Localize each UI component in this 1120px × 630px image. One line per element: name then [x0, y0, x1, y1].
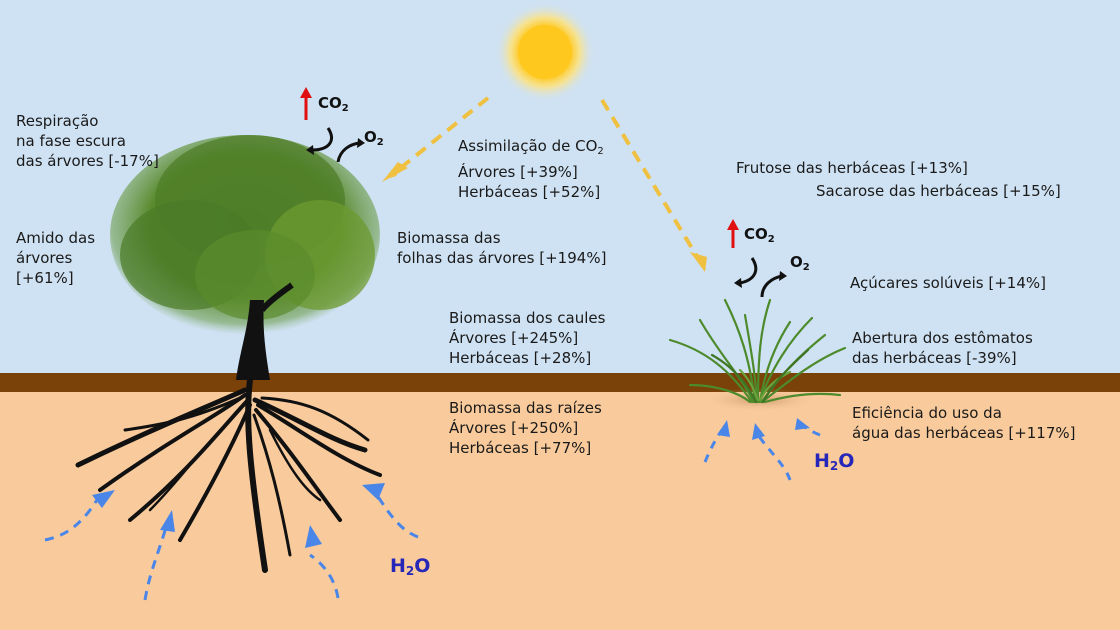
tree-roots-icon — [75, 377, 382, 573]
leaf-biomass-label: Biomassa das folhas das árvores [+194%] — [397, 228, 606, 268]
water-efficiency-line2: água das herbáceas [+117%] — [852, 424, 1076, 442]
grass-gas-exchange-icon — [727, 219, 787, 298]
starch-label: Amido das árvores [+61%] — [16, 228, 95, 288]
tree-trunk-icon — [236, 282, 294, 380]
o2-subscript: 2 — [802, 262, 810, 273]
stem-biomass-title: Biomassa dos caules — [449, 309, 606, 327]
water-uptake-arrows-tree-icon — [44, 491, 419, 601]
co2-text: CO — [318, 94, 342, 112]
co2-assimilation-title-subscript: 2 — [597, 146, 604, 157]
h2o-o-text: O — [414, 555, 431, 577]
water-arrowheads-tree-icon — [92, 483, 385, 548]
respiration-line1: Respiração — [16, 112, 99, 130]
h2o-h-text: H — [814, 450, 830, 472]
tree-h2o-label: H2O — [390, 555, 430, 578]
grass-o2-label: O2 — [790, 253, 810, 273]
tree-gas-exchange-icon — [300, 87, 365, 163]
water-efficiency-line1: Eficiência do uso da — [852, 404, 1002, 422]
co2-assimilation-title: Assimilação de CO2 — [458, 136, 604, 162]
respiration-label: Respiração na fase escura das árvores [-… — [16, 111, 159, 171]
tree-canopy-icon — [110, 135, 380, 335]
fructose-label: Frutose das herbáceas [+13%] — [736, 159, 968, 177]
o2-subscript: 2 — [376, 137, 384, 148]
respiration-line3: das árvores [-17%] — [16, 152, 159, 170]
root-biomass-title: Biomassa das raízes — [449, 399, 602, 417]
co2-text: CO — [744, 225, 768, 243]
grass-co2-label: CO2 — [744, 225, 775, 245]
starch-line2: árvores — [16, 249, 73, 267]
root-biomass-herbs: Herbáceas [+77%] — [449, 439, 592, 457]
grass-h2o-label: H2O — [814, 450, 854, 473]
co2-assimilation-trees: Árvores [+39%] — [458, 163, 578, 181]
ground-surface-band — [0, 373, 1120, 392]
respiration-line2: na fase escura — [16, 132, 126, 150]
o2-text: O — [790, 253, 803, 271]
sucrose-label: Sacarose das herbáceas [+15%] — [816, 182, 1061, 200]
starch-line3: [+61%] — [16, 269, 74, 287]
h2o-o-text: O — [838, 450, 855, 472]
water-arrowheads-grass-icon — [717, 418, 810, 440]
h2o-subscript: 2 — [829, 459, 839, 473]
o2-text: O — [364, 128, 377, 146]
tree-o2-label: O2 — [364, 128, 384, 148]
stem-biomass-herbs: Herbáceas [+28%] — [449, 349, 592, 367]
co2-assimilation-title-text: Assimilação de CO — [458, 137, 598, 155]
sun-icon — [495, 2, 595, 102]
h2o-h-text: H — [390, 555, 406, 577]
water-efficiency-label: Eficiência do uso da água das herbáceas … — [852, 403, 1076, 443]
root-biomass-label: Biomassa das raízes Árvores [+250%] Herb… — [449, 398, 602, 458]
leaf-biomass-line1: Biomassa das — [397, 229, 501, 247]
co2-assimilation-herbs: Herbáceas [+52%] — [458, 183, 601, 201]
sunlight-arrow-to-grass-icon — [600, 98, 707, 272]
co2-subscript: 2 — [341, 103, 349, 114]
starch-line1: Amido das — [16, 229, 96, 247]
soluble-sugars-label: Açúcares solúveis [+14%] — [850, 274, 1046, 292]
tree-co2-label: CO2 — [318, 94, 349, 114]
stem-biomass-label: Biomassa dos caules Árvores [+245%] Herb… — [449, 308, 605, 368]
grass-icon — [668, 298, 847, 404]
root-biomass-trees: Árvores [+250%] — [449, 419, 579, 437]
leaf-biomass-line2: folhas das árvores [+194%] — [397, 249, 607, 267]
h2o-subscript: 2 — [405, 564, 415, 578]
stomata-line2: das herbáceas [-39%] — [852, 349, 1017, 367]
stomata-label: Abertura dos estômatos das herbáceas [-3… — [852, 328, 1033, 368]
co2-subscript: 2 — [767, 234, 775, 245]
stem-biomass-trees: Árvores [+245%] — [449, 329, 579, 347]
co2-assimilation-label: Assimilação de CO2 Árvores [+39%] Herbác… — [458, 136, 604, 202]
sunlight-arrow-to-tree-icon — [382, 96, 490, 182]
stomata-line1: Abertura dos estômatos — [852, 329, 1033, 347]
